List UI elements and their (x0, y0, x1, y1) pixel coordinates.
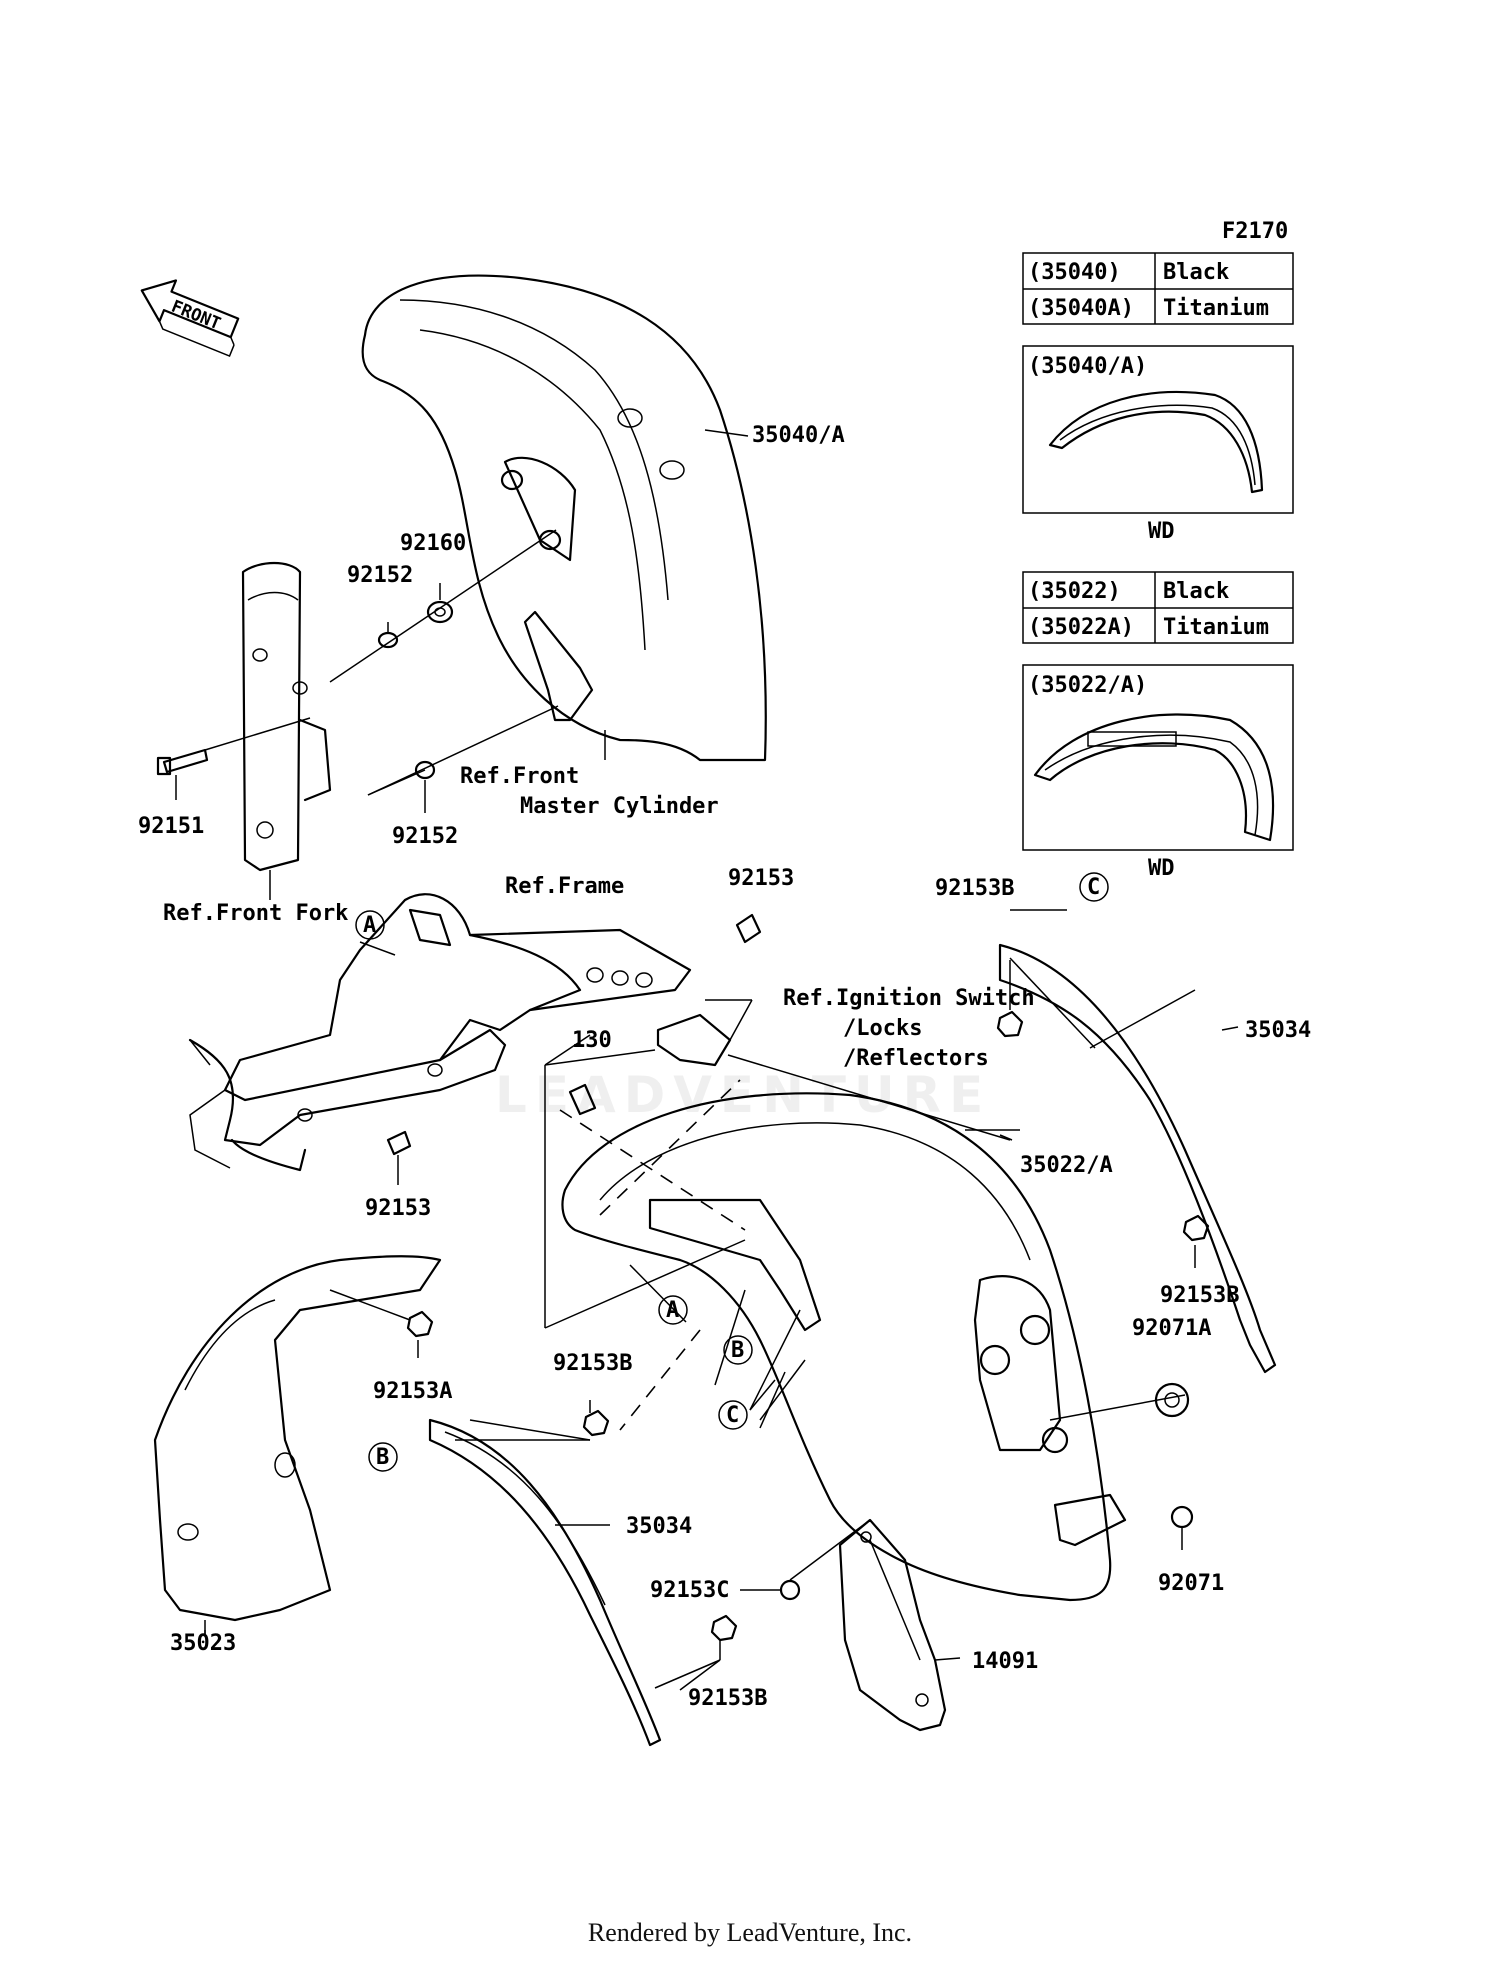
bolt-92153-left (386, 1130, 412, 1156)
bolt-130 (568, 1083, 597, 1116)
ref-label: Master Cylinder (520, 794, 719, 819)
fender-rail-left (428, 1418, 662, 1747)
part-label: 92153B (1160, 1283, 1239, 1308)
part-label: 92160 (400, 531, 466, 556)
part-label: 92153B (688, 1686, 767, 1711)
ref-label: /Locks (843, 1016, 922, 1041)
washer-92152-lower (414, 760, 436, 780)
svg-text:A: A (666, 1298, 679, 1323)
part-label: 92153C (650, 1578, 729, 1603)
svg-text:C: C (726, 1403, 739, 1428)
nut-92153B-mid (582, 1409, 610, 1437)
nut-92153B-bottom (710, 1614, 738, 1642)
part-label: 92071A (1132, 1316, 1211, 1341)
inset-title: (35040/A) (1028, 354, 1147, 379)
part-label: 14091 (972, 1649, 1038, 1674)
part-label: 92153 (728, 866, 794, 891)
callout-C-2: C (718, 1400, 748, 1430)
inset-title: (35022/A) (1028, 673, 1147, 698)
part-label: 92152 (392, 824, 458, 849)
part-label: 92153A (373, 1379, 452, 1404)
front-fender (361, 274, 767, 762)
table-code: (35040) (1028, 260, 1121, 285)
callout-C-1: C (1079, 872, 1109, 902)
ref-label: Ref.Frame (505, 874, 624, 899)
table-code: (35040A) (1028, 296, 1134, 321)
inset-caption: WD (1148, 519, 1175, 544)
spacer-92160 (426, 600, 454, 624)
nut-92153C (779, 1579, 801, 1601)
svg-text:B: B (376, 1445, 389, 1470)
leader-lines-top (175, 429, 749, 900)
part-label: 35023 (170, 1631, 236, 1656)
part-label: 92153B (935, 876, 1014, 901)
hose-bracket (523, 610, 594, 722)
ignition-bracket (656, 1013, 732, 1067)
nut-92153B-top (996, 1010, 1024, 1038)
table-color: Titanium (1163, 296, 1269, 321)
part-label: 35022/A (1020, 1153, 1113, 1178)
color-table-35040: (35040) Black (35040A) Titanium (1022, 252, 1294, 325)
part-label: 130 (572, 1028, 612, 1053)
table-color: Black (1163, 260, 1229, 285)
inset-35022: (35022/A) WD (1022, 664, 1294, 881)
svg-text:A: A (363, 913, 376, 938)
nut-92153A (406, 1310, 434, 1338)
table-color: Titanium (1163, 615, 1269, 640)
frame (188, 893, 692, 1172)
table-color: Black (1163, 579, 1229, 604)
figure-code: F2170 (1222, 219, 1288, 244)
ref-label: /Reflectors (843, 1046, 989, 1071)
part-label: 35034 (1245, 1018, 1311, 1043)
nut-92153B-right (1182, 1214, 1210, 1242)
part-label: 92151 (138, 814, 204, 839)
front-fork-tube (241, 562, 332, 872)
inner-fender (153, 1255, 442, 1635)
part-label: 35034 (626, 1514, 692, 1539)
color-table-35022: (35022) Black (35022A) Titanium (1022, 571, 1294, 644)
grommet-92071 (1170, 1505, 1194, 1529)
table-code: (35022) (1028, 579, 1121, 604)
table-code: (35022A) (1028, 615, 1134, 640)
part-label: 92153 (365, 1196, 431, 1221)
ref-label: Ref.Ignition Switch (783, 986, 1035, 1011)
footer-credit: Rendered by LeadVenture, Inc. (587, 1918, 913, 1947)
rear-fender (559, 1079, 1127, 1602)
ref-label: Ref.Front (460, 764, 579, 789)
callout-A-2: A (658, 1295, 688, 1325)
heat-guard (838, 1518, 947, 1732)
svg-text:C: C (1087, 875, 1100, 900)
part-label: 35040/A (752, 423, 845, 448)
callout-B-1: B (723, 1335, 753, 1365)
watermark: LEADVENTURE (495, 1066, 991, 1124)
ref-label: Ref.Front Fork (163, 901, 348, 926)
bolt-92153 (735, 913, 762, 944)
svg-text:B: B (731, 1338, 744, 1363)
part-label: 92152 (347, 563, 413, 588)
callout-A-1: A (355, 910, 385, 940)
part-label: 92071 (1158, 1571, 1224, 1596)
bolt-92151 (156, 748, 209, 776)
inset-35040: (35040/A) WD (1022, 345, 1294, 544)
fender-rail-right (998, 943, 1277, 1374)
front-arrow-icon: FRONT (140, 279, 240, 358)
part-label: 92153B (553, 1351, 632, 1376)
washer-92152 (377, 631, 399, 649)
leader-lines-lower (204, 909, 1239, 1691)
callout-B-2: B (368, 1442, 398, 1472)
inset-caption: WD (1148, 856, 1175, 881)
